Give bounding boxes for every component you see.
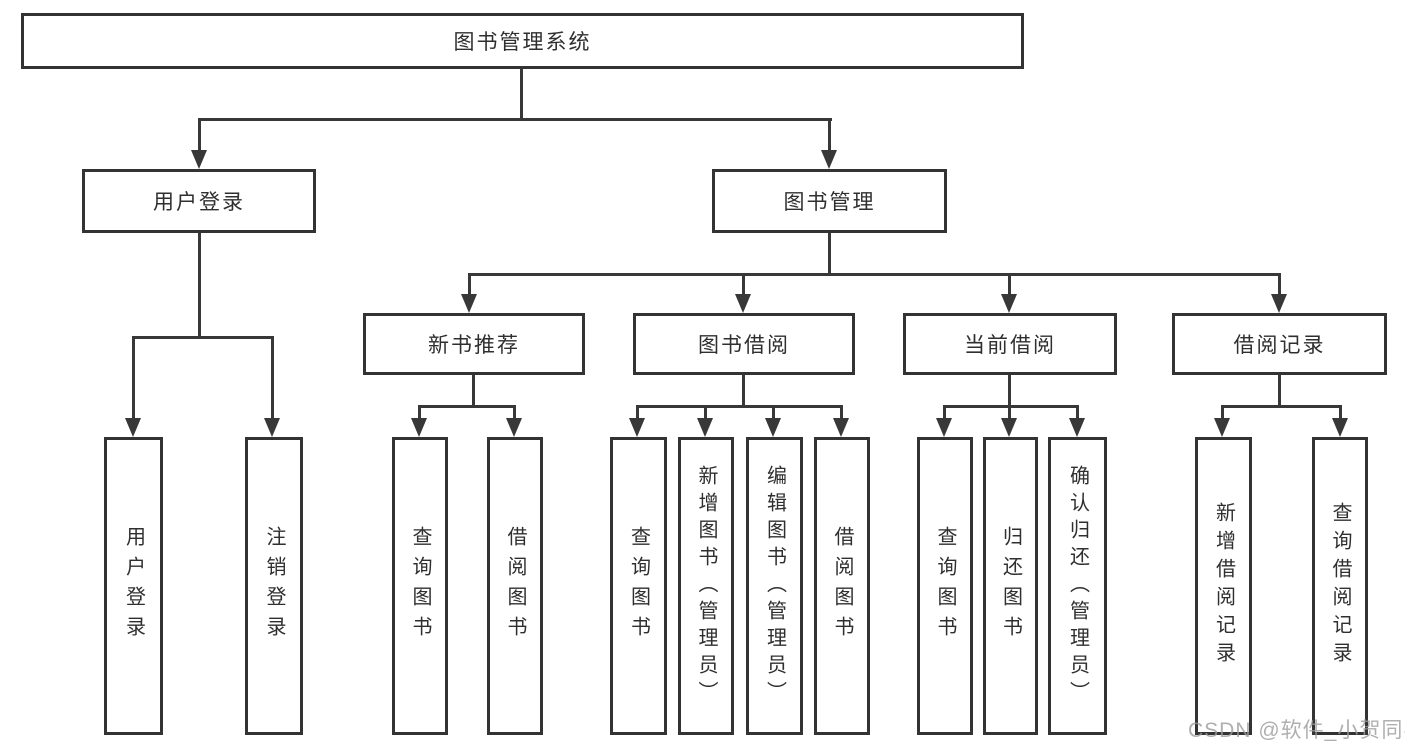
connector-hline	[198, 118, 832, 121]
connector-hline	[418, 405, 516, 408]
connector-vline	[828, 233, 831, 275]
leaf-logout: 注销登录	[245, 437, 303, 735]
leaf-rec-query-books-label: 查询图书	[409, 526, 431, 646]
watermark: CSDN @软件_小贺同学	[1188, 719, 1405, 742]
node-root-label: 图书管理系统	[453, 31, 592, 54]
leaf-bb-add-books-admin-label: 新增图书（管理员）	[695, 464, 717, 708]
node-book-borrow-label: 图书借阅	[698, 334, 790, 357]
node-root: 图书管理系统	[21, 13, 1024, 69]
leaf-cb-confirm-return-admin: 确认归还（管理员）	[1048, 437, 1107, 735]
connector-vline	[772, 405, 775, 420]
leaf-bb-edit-books-admin: 编辑图书（管理员）	[746, 437, 803, 735]
arrowhead-icon	[125, 418, 141, 437]
connector-vline	[520, 69, 523, 120]
connector-vline	[1008, 273, 1011, 296]
connector-vline	[1076, 405, 1079, 420]
connector-hline	[1221, 405, 1342, 408]
connector-vline	[1008, 405, 1011, 420]
node-borrow-record-label: 借阅记录	[1233, 334, 1326, 357]
leaf-br-add-record: 新增借阅记录	[1195, 437, 1252, 735]
arrowhead-icon	[833, 418, 849, 437]
connector-hline	[636, 405, 843, 408]
node-borrow-record: 借阅记录	[1172, 313, 1387, 375]
leaf-br-query-record: 查询借阅记录	[1312, 437, 1368, 735]
connector-hline	[943, 405, 1079, 408]
leaf-br-add-record-label: 新增借阅记录	[1212, 502, 1235, 670]
leaf-bb-query-books-label: 查询图书	[627, 526, 650, 646]
node-book-mgmt-label: 图书管理	[783, 191, 876, 214]
connector-vline	[472, 375, 475, 407]
arrowhead-icon	[411, 418, 427, 437]
leaf-logout-label: 注销登录	[263, 526, 285, 646]
connector-vline	[636, 405, 639, 420]
leaf-bb-borrow-books-label: 借阅图书	[831, 526, 853, 646]
connector-vline	[1278, 375, 1281, 407]
connector-vline	[1339, 405, 1342, 420]
connector-vline	[1221, 405, 1224, 420]
arrowhead-icon	[1001, 294, 1017, 313]
connector-vline	[468, 273, 471, 296]
arrowhead-icon	[1271, 294, 1287, 313]
connector-hline	[132, 336, 274, 339]
arrowhead-icon	[821, 150, 837, 169]
arrowhead-icon	[461, 294, 477, 313]
node-user-login: 用户登录	[82, 169, 316, 233]
arrowhead-icon	[1332, 418, 1348, 437]
connector-vline	[198, 118, 201, 153]
node-user-login-label: 用户登录	[153, 191, 245, 214]
leaf-bb-borrow-books: 借阅图书	[814, 437, 870, 735]
leaf-cb-return-books-label: 归还图书	[999, 526, 1022, 646]
connector-vline	[418, 405, 421, 420]
connector-vline	[840, 405, 843, 420]
node-current-borrow: 当前借阅	[903, 313, 1117, 375]
arrowhead-icon	[1069, 418, 1085, 437]
leaf-rec-borrow-books-label: 借阅图书	[504, 526, 526, 646]
connector-vline	[704, 405, 707, 420]
arrowhead-icon	[629, 418, 645, 437]
leaf-bb-query-books: 查询图书	[610, 437, 667, 735]
connector-vline	[271, 336, 274, 420]
arrowhead-icon	[1214, 418, 1230, 437]
leaf-user-login: 用户登录	[104, 437, 163, 735]
connector-vline	[198, 233, 201, 338]
node-current-borrow-label: 当前借阅	[964, 334, 1056, 357]
leaf-user-login-label: 用户登录	[122, 526, 145, 646]
node-new-book-rec: 新书推荐	[363, 313, 585, 375]
arrowhead-icon	[264, 418, 280, 437]
leaf-bb-add-books-admin: 新增图书（管理员）	[678, 437, 734, 735]
node-new-book-rec-label: 新书推荐	[428, 334, 520, 357]
leaf-cb-return-books: 归还图书	[983, 437, 1038, 735]
arrowhead-icon	[506, 418, 522, 437]
connector-hline	[468, 273, 1281, 276]
connector-vline	[1278, 273, 1281, 296]
node-book-borrow: 图书借阅	[633, 313, 855, 375]
arrowhead-icon	[1001, 418, 1017, 437]
connector-vline	[132, 336, 135, 420]
connector-vline	[742, 375, 745, 407]
leaf-br-query-record-label: 查询借阅记录	[1329, 502, 1351, 670]
leaf-cb-query-books-label: 查询图书	[934, 526, 956, 646]
leaf-cb-query-books: 查询图书	[917, 437, 973, 735]
arrowhead-icon	[191, 150, 207, 169]
leaf-rec-borrow-books: 借阅图书	[487, 437, 543, 735]
leaf-cb-confirm-return-admin-label: 确认归还（管理员）	[1066, 464, 1089, 708]
connector-vline	[943, 405, 946, 420]
connector-vline	[828, 118, 831, 153]
leaf-rec-query-books: 查询图书	[392, 437, 448, 735]
node-book-mgmt: 图书管理	[712, 169, 947, 233]
arrowhead-icon	[936, 418, 952, 437]
leaf-bb-edit-books-admin-label: 编辑图书（管理员）	[763, 464, 786, 708]
arrowhead-icon	[765, 418, 781, 437]
connector-vline	[513, 405, 516, 420]
arrowhead-icon	[697, 418, 713, 437]
arrowhead-icon	[735, 294, 751, 313]
connector-vline	[1008, 375, 1011, 407]
connector-vline	[742, 273, 745, 296]
